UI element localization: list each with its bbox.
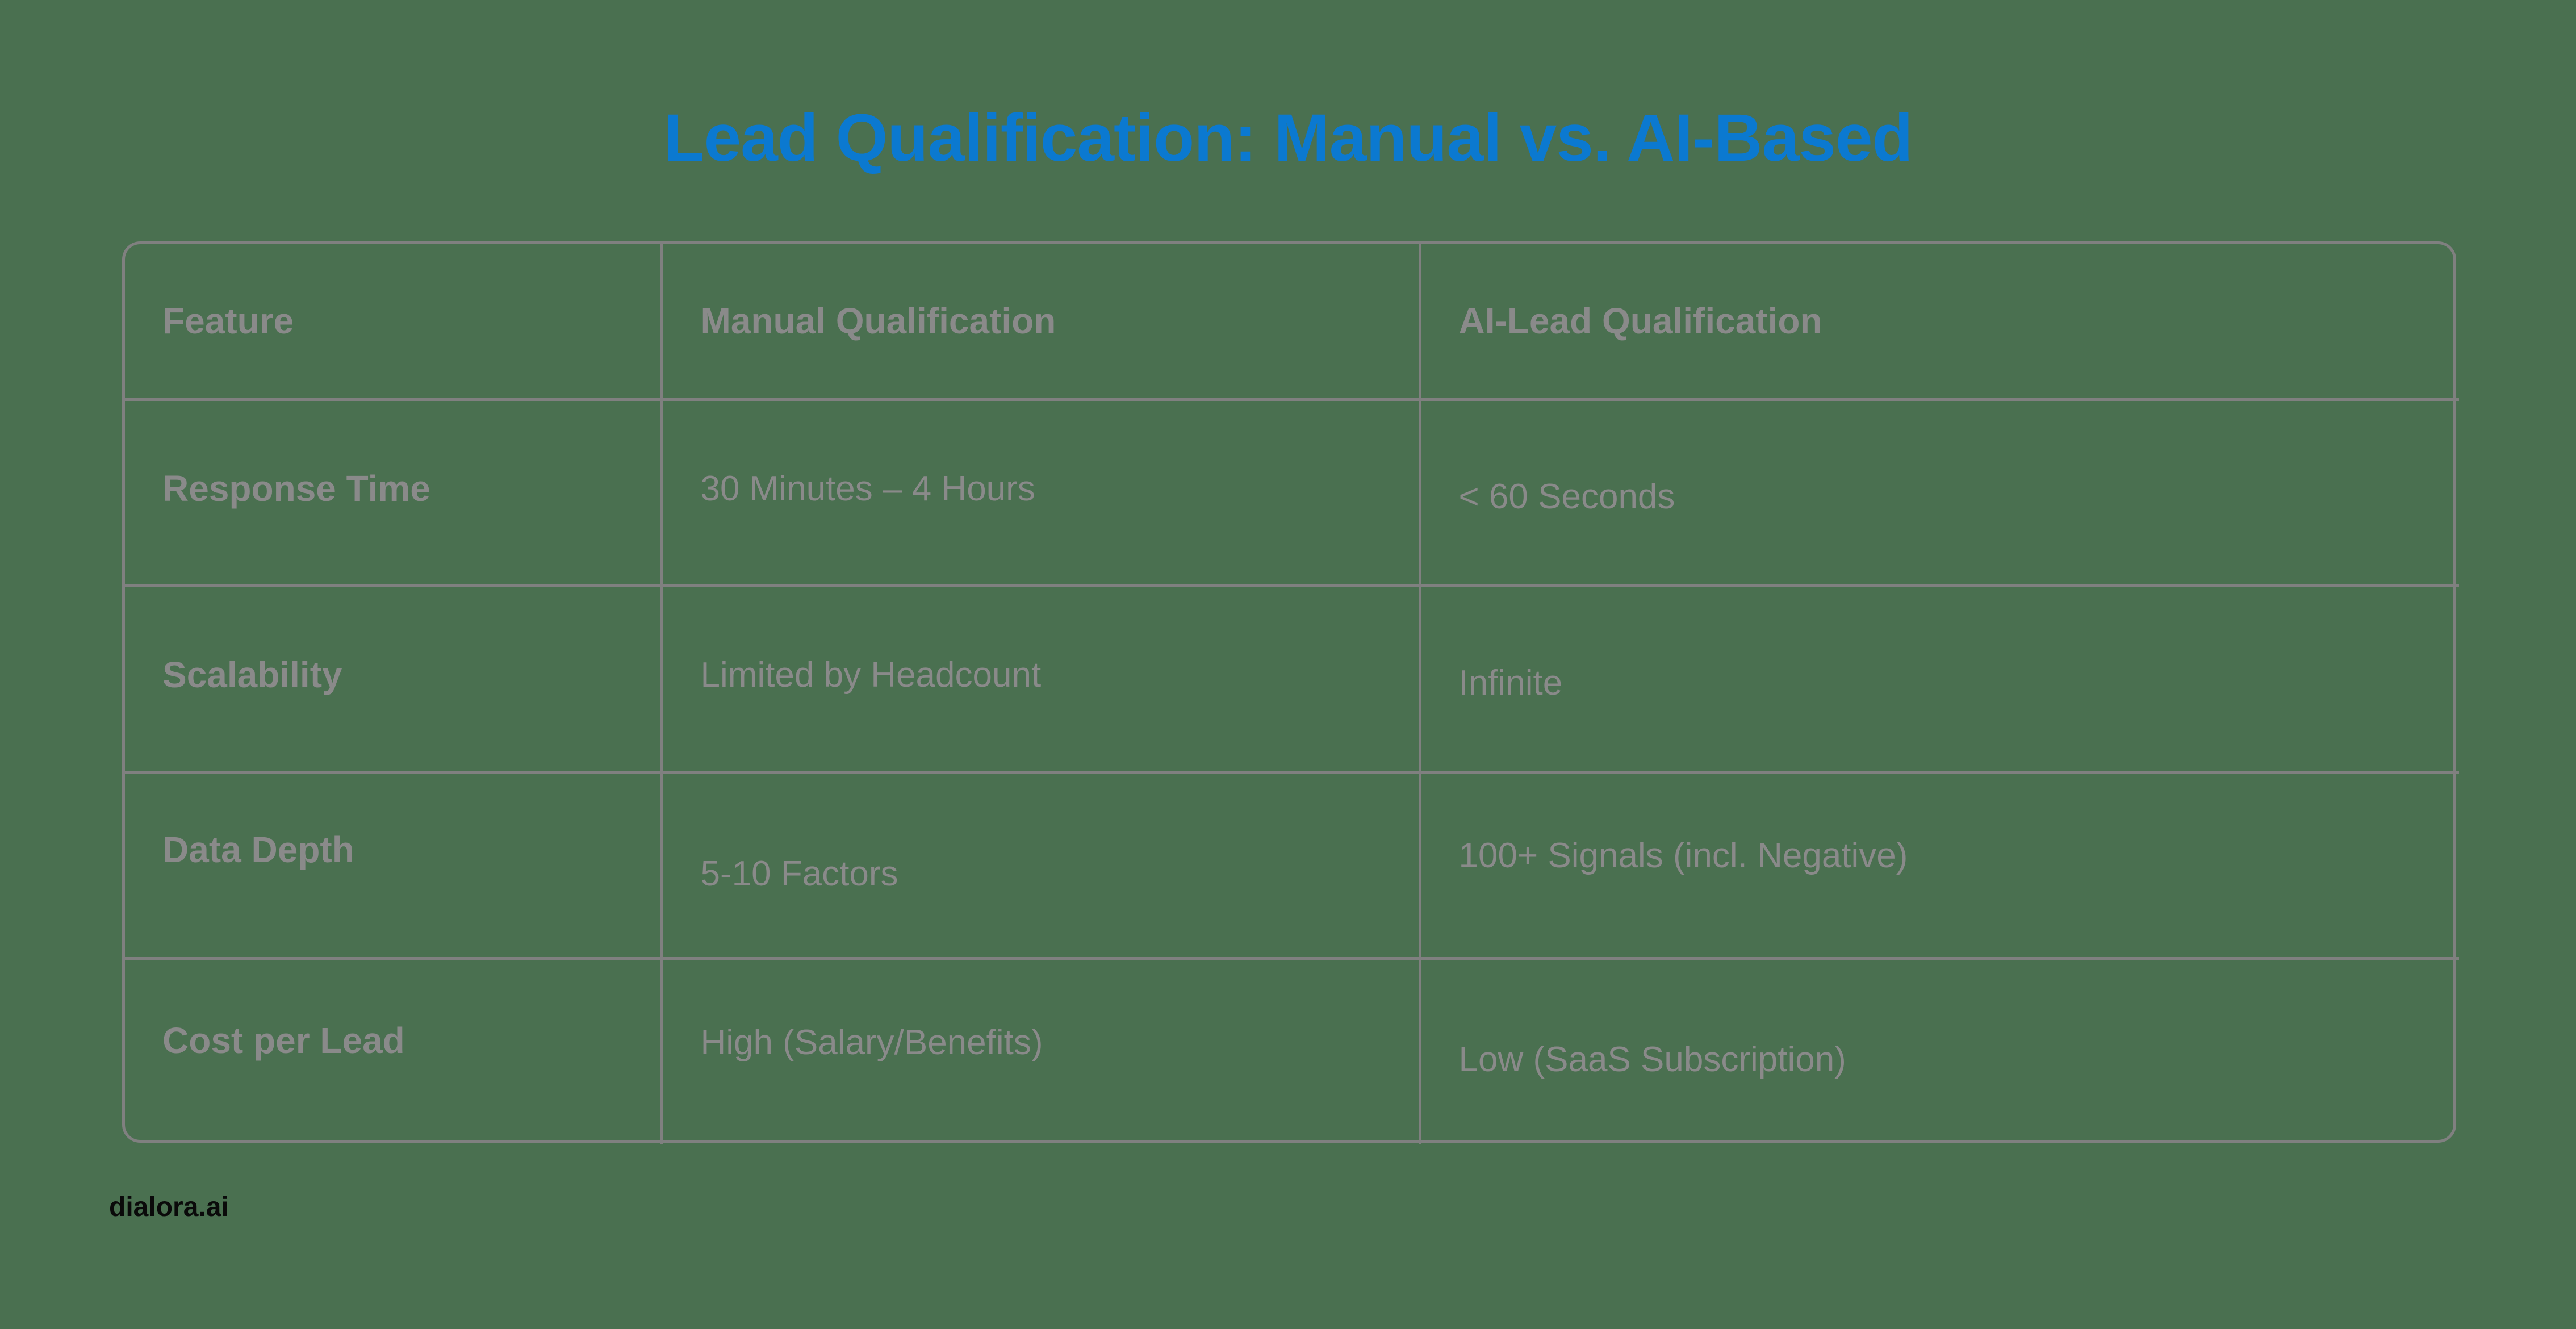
- column-header-manual: Manual Qualification: [660, 244, 1420, 399]
- footer-brand: dialora.ai: [109, 1192, 229, 1222]
- cell-manual-scalability: Limited by Headcount: [700, 655, 1042, 695]
- cell-ai-cost-per-lead: Low (SaaS Subscription): [1458, 1040, 1846, 1080]
- comparison-table: Feature Manual Qualification AI-Lead Qua…: [125, 244, 2459, 1144]
- table-row: Data Depth 5-10 Factors 100+ Signals (in…: [125, 770, 2459, 958]
- table-row: Scalability Limited by Headcount Infinit…: [125, 584, 2459, 772]
- cell-feature-data-depth: Data Depth: [162, 829, 354, 871]
- page-title: Lead Qualification: Manual vs. AI-Based: [663, 101, 1913, 175]
- table-row: Response Time 30 Minutes – 4 Hours < 60 …: [125, 398, 2459, 586]
- comparison-table-container: Feature Manual Qualification AI-Lead Qua…: [122, 241, 2459, 1144]
- cell-ai-response-time: < 60 Seconds: [1458, 477, 1675, 516]
- cell-feature-scalability: Scalability: [162, 654, 342, 696]
- cell-manual-data-depth: 5-10 Factors: [700, 854, 898, 893]
- cell-ai-data-depth: 100+ Signals (incl. Negative): [1458, 835, 1908, 875]
- column-header-feature: Feature: [162, 300, 294, 341]
- table-row: Cost per Lead High (Salary/Benefits) Low…: [125, 956, 2459, 1144]
- column-header-ai: AI-Lead Qualification: [1418, 244, 2459, 399]
- cell-feature-cost-per-lead: Cost per Lead: [162, 1019, 405, 1061]
- cell-ai-scalability: Infinite: [1458, 663, 1563, 703]
- cell-feature-response-time: Response Time: [162, 468, 430, 509]
- table-header-row: Feature Manual Qualification AI-Lead Qua…: [125, 244, 2459, 399]
- cell-manual-cost-per-lead: High (Salary/Benefits): [700, 1023, 1043, 1063]
- cell-manual-response-time: 30 Minutes – 4 Hours: [700, 469, 1035, 508]
